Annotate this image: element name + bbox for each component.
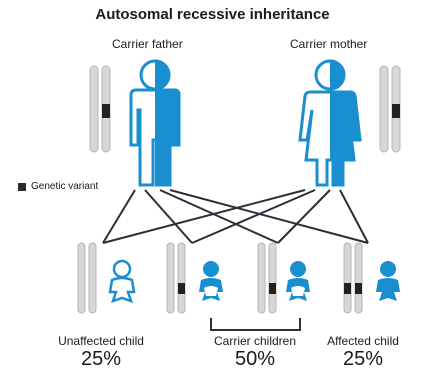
father-chromosomes	[89, 65, 111, 153]
child-carrier-2	[257, 242, 310, 314]
mother-label: Carrier mother	[290, 37, 368, 51]
genetic-variant-swatch	[18, 182, 26, 191]
legend-label: Genetic variant	[31, 181, 99, 192]
line-father-child1	[102, 189, 136, 244]
diagram-title: Autosomal recessive inheritance	[95, 6, 330, 23]
unaffected-percent: 25%	[80, 348, 122, 370]
baby-icon-half	[286, 261, 310, 301]
inheritance-lines	[102, 189, 369, 244]
baby-icon-half	[199, 261, 223, 301]
line-father-child4	[169, 189, 369, 244]
baby-icon-filled	[376, 261, 400, 301]
line-mother-child1	[102, 189, 306, 244]
line-mother-child2	[191, 189, 316, 244]
line-mother-child4	[339, 189, 369, 244]
mother-figure	[298, 59, 362, 187]
child-unaffected	[77, 242, 136, 314]
baby-icon-outline	[108, 259, 136, 303]
father-figure	[129, 59, 181, 187]
affected-label: Affected child	[327, 334, 399, 348]
line-father-child2	[144, 189, 193, 244]
mother-chromosomes	[379, 65, 401, 153]
father-label: Carrier father	[112, 37, 183, 51]
legend: Genetic variant	[18, 181, 98, 192]
child-affected	[343, 242, 400, 314]
father-variant-band	[102, 104, 110, 118]
carrier-percent: 50%	[234, 348, 276, 370]
affected-percent: 25%	[342, 348, 384, 370]
carrier-bracket	[210, 318, 301, 331]
carrier-label: Carrier children	[213, 334, 297, 348]
mother-variant-band	[392, 104, 400, 118]
line-father-child3	[159, 189, 279, 244]
child-carrier-1	[166, 242, 223, 314]
unaffected-label: Unaffected child	[58, 334, 144, 348]
line-mother-child3	[277, 189, 331, 244]
